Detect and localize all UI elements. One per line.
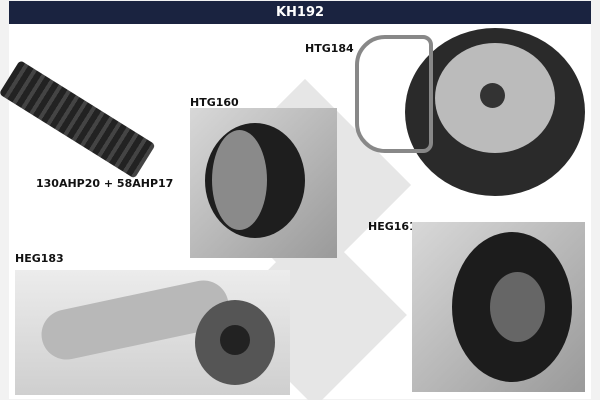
heg183-image	[15, 270, 290, 395]
part-label-heg161: HEG161	[368, 220, 417, 233]
kit-title-bar: KH192	[9, 1, 591, 24]
part-label-htg160: HTG160	[190, 96, 239, 109]
heg161-image	[412, 222, 585, 392]
htg160-image	[190, 108, 337, 258]
part-label-htg184: HTG184	[305, 42, 354, 55]
part-label-heg183: HEG183	[15, 252, 64, 265]
htg184-image	[395, 28, 595, 198]
htg184-bracket	[355, 35, 433, 153]
part-label-belt: 130AHP20 + 58AHP17	[36, 177, 174, 190]
